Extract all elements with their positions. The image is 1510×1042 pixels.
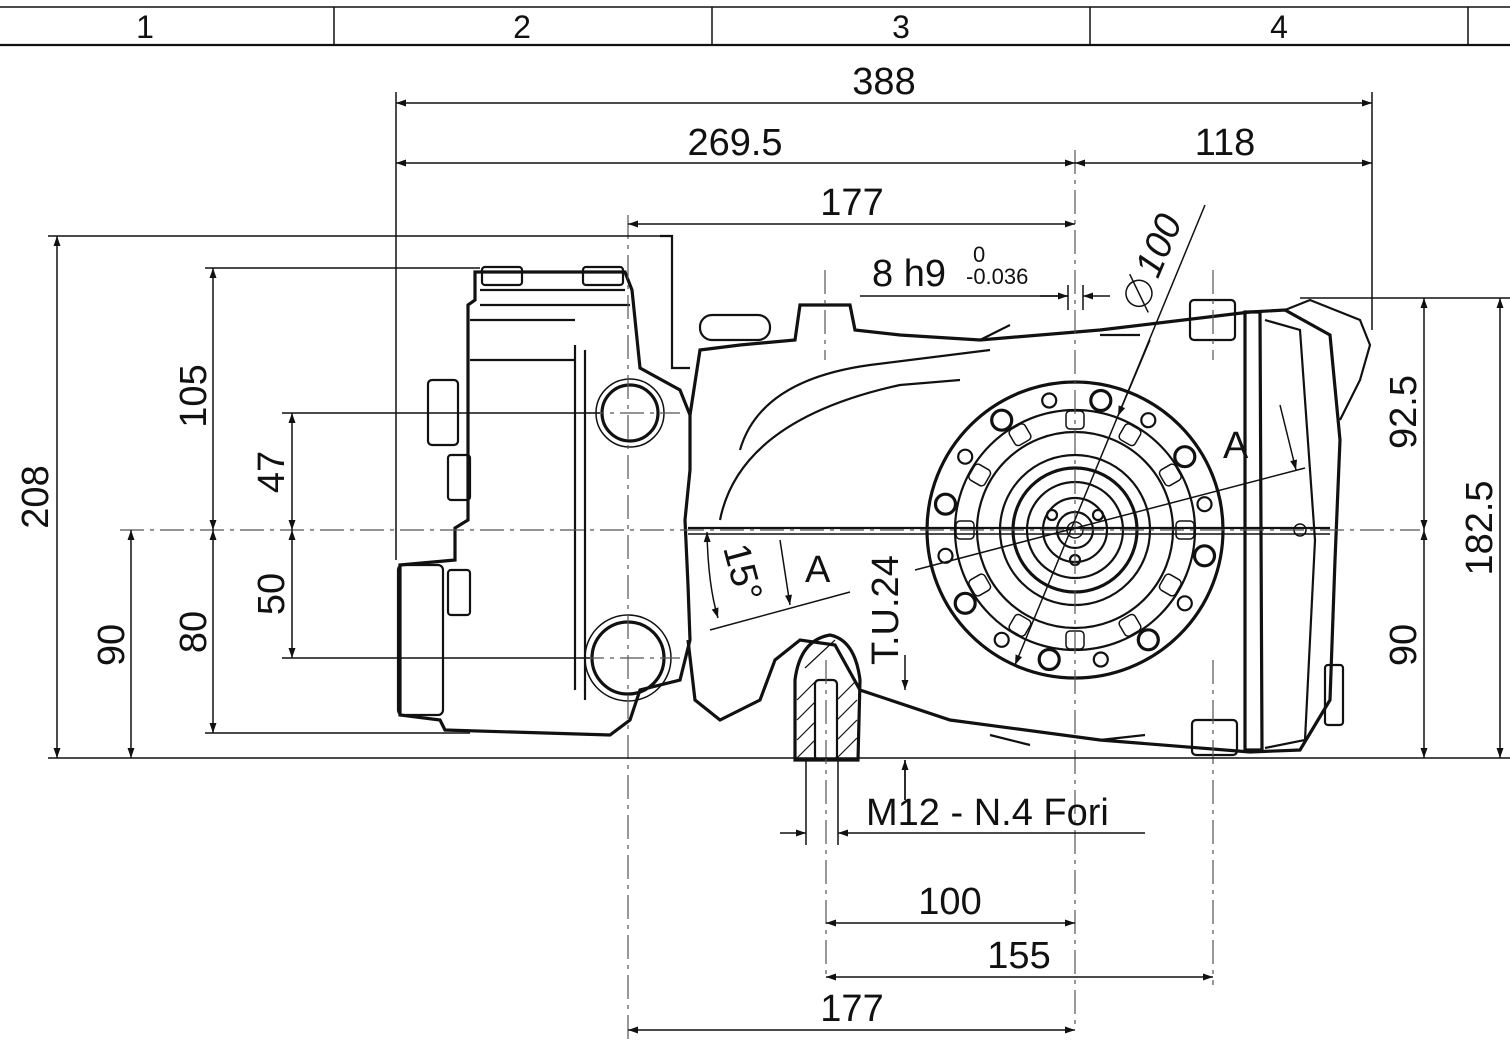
dimension-text: 105 — [173, 364, 215, 427]
dimension-text: 155 — [987, 935, 1050, 977]
dimension-118: 118 — [1075, 122, 1372, 167]
hub-screw-hole — [1091, 508, 1105, 522]
flange-pocket — [1008, 613, 1032, 637]
extension-lines — [48, 92, 1510, 759]
dimension-90-right: 90 — [1383, 530, 1428, 758]
dimension-100-bottom: 100 — [826, 881, 1075, 927]
dimension-80: 80 — [173, 530, 217, 733]
angle-callout: 15° A — [703, 531, 851, 631]
dimension-text: 15° — [714, 539, 769, 605]
dimension-text: 177 — [820, 988, 883, 1030]
section-hatch — [796, 639, 858, 759]
dimension-text: T.U.24 — [865, 555, 907, 665]
flange-bolt-hole — [1196, 496, 1213, 513]
dimension-47: 47 — [251, 413, 296, 530]
section-label: A — [805, 549, 831, 591]
flange-bolt-hole — [1176, 595, 1193, 612]
dimension-105: 105 — [173, 268, 217, 530]
zone-label: 4 — [1270, 9, 1288, 45]
zone-label: 3 — [892, 9, 910, 45]
dimension-90-left: 90 — [91, 530, 135, 758]
tolerance-lower: -0.036 — [966, 264, 1028, 289]
section-label: A — [1223, 425, 1249, 467]
dimension-text: 90 — [1383, 624, 1425, 666]
dimension-text: 8 h9 — [872, 253, 946, 295]
dimension-text: 92.5 — [1383, 375, 1425, 449]
pump-body — [396, 265, 1372, 762]
flange-pocket — [1008, 423, 1032, 447]
dimension-388: 388 — [396, 61, 1372, 107]
flange-bolt-hole — [937, 547, 954, 564]
dimension-text: 118 — [1195, 122, 1256, 164]
flange-bolt-hole — [1041, 392, 1058, 409]
flange-pocket — [968, 573, 992, 597]
tu-callout: T.U.24 — [865, 555, 909, 800]
flange-pocket — [968, 463, 992, 487]
center-lines — [120, 150, 1420, 1040]
dimension-155: 155 — [826, 935, 1213, 981]
flange-bolt-hole — [957, 448, 974, 465]
dimension-text: 80 — [173, 611, 215, 653]
flange-bolt-hole — [1037, 647, 1061, 672]
flange-bolt-hole — [1089, 388, 1113, 413]
flange-bolt-hole — [1136, 628, 1160, 652]
flange-bolt-hole — [1173, 445, 1197, 469]
dimension-92-5: 92.5 — [1383, 298, 1428, 530]
dimension-text: 47 — [251, 451, 293, 493]
tolerance-upper: 0 — [973, 242, 985, 267]
flange-bolt-hole — [1092, 651, 1109, 668]
dimension-text: 100 — [918, 881, 981, 923]
dimension-text: 50 — [251, 573, 293, 615]
zone-label: 1 — [136, 9, 154, 45]
dimension-text: 182.5 — [1459, 480, 1501, 575]
zone-strip: 1 2 3 4 — [0, 6, 1510, 47]
flange-bolt-hole — [953, 591, 977, 615]
flange-bolt-hole — [933, 492, 958, 516]
flange-pocket — [1118, 423, 1142, 447]
flange-pocket — [1118, 613, 1142, 637]
dimension-208: 208 — [15, 236, 61, 758]
dimension-shaft-tolerance: 8 h9 0 -0.036 — [860, 242, 1110, 300]
flange-pocket — [1158, 463, 1182, 487]
dimension-text: 100 — [1127, 208, 1190, 283]
flange-pocket — [1158, 573, 1182, 597]
zone-label: 2 — [513, 9, 531, 45]
section-a-right: A — [914, 404, 1306, 571]
flange-bolt-hole — [1192, 544, 1217, 568]
dimension-text: 208 — [15, 465, 57, 528]
flange-bolt-hole — [993, 631, 1010, 648]
dimension-50: 50 — [251, 530, 296, 658]
dimension-182-5: 182.5 — [1459, 298, 1504, 758]
dimension-text: 269.5 — [687, 122, 782, 164]
holes-note: M12 - N.4 Fori — [780, 760, 1145, 845]
dimension-177-bottom: 177 — [628, 988, 1075, 1034]
dimension-text: M12 - N.4 Fori — [866, 792, 1109, 834]
dimension-text: 90 — [91, 624, 133, 666]
dimension-text: 177 — [820, 182, 883, 224]
dimension-text: 388 — [852, 61, 915, 103]
flange-bolt-hole — [990, 408, 1014, 432]
dimension-269-5: 269.5 — [396, 122, 1075, 167]
dimension-177-top: 177 — [628, 182, 1075, 228]
flange-bolt-hole — [1140, 412, 1157, 429]
hub-screw-hole — [1045, 508, 1059, 522]
